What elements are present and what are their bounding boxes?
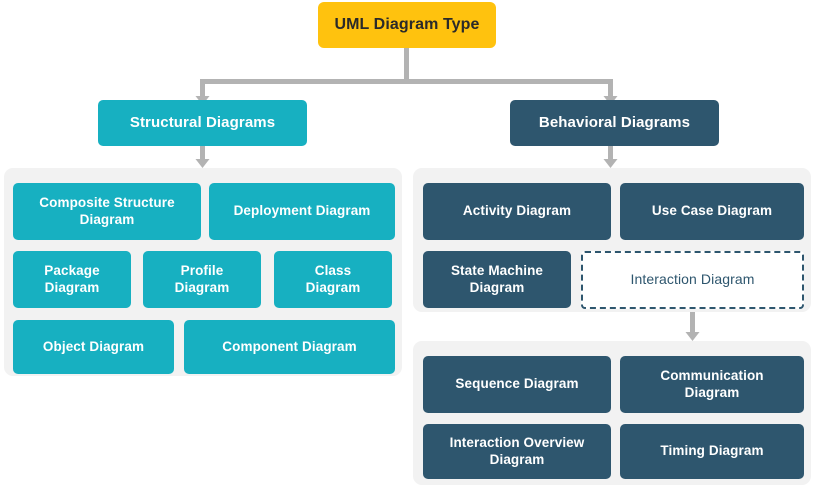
leaf-label: State Machine Diagram xyxy=(450,263,544,295)
leaf-label: Communication Diagram xyxy=(660,368,764,400)
branch-node-behavioral-label: Behavioral Diagrams xyxy=(538,113,691,131)
connector-behavioral-to-panel xyxy=(608,146,613,160)
leaf-activity-diagram[interactable]: Activity Diagram xyxy=(423,183,611,240)
leaf-interaction-overview-diagram[interactable]: Interaction Overview Diagram xyxy=(423,424,611,479)
root-node-label: UML Diagram Type xyxy=(334,16,480,34)
connector-drop-structural xyxy=(200,79,205,97)
root-node-uml-diagram-type[interactable]: UML Diagram Type xyxy=(318,2,496,48)
branch-node-structural-label: Structural Diagrams xyxy=(129,113,276,131)
leaf-label: Package Diagram xyxy=(44,263,100,295)
leaf-label: Timing Diagram xyxy=(660,443,764,459)
leaf-label: Interaction Overview Diagram xyxy=(449,435,585,467)
connector-horizontal-bar xyxy=(200,79,613,84)
branch-node-behavioral-diagrams[interactable]: Behavioral Diagrams xyxy=(510,100,719,146)
leaf-label: Sequence Diagram xyxy=(455,376,579,392)
connector-structural-to-panel xyxy=(200,146,205,160)
leaf-package-diagram[interactable]: Package Diagram xyxy=(13,251,131,308)
leaf-label: Composite Structure Diagram xyxy=(39,195,175,227)
branch-node-structural-diagrams[interactable]: Structural Diagrams xyxy=(98,100,307,146)
leaf-sequence-diagram[interactable]: Sequence Diagram xyxy=(423,356,611,413)
leaf-label: Deployment Diagram xyxy=(233,203,371,219)
arrow-head-structural-panel xyxy=(195,159,210,168)
leaf-class-diagram[interactable]: Class Diagram xyxy=(274,251,392,308)
arrow-head-behavioral-panel xyxy=(603,159,618,168)
leaf-label: Object Diagram xyxy=(42,338,145,354)
leaf-interaction-diagram[interactable]: Interaction Diagram xyxy=(581,251,804,309)
leaf-state-machine-diagram[interactable]: State Machine Diagram xyxy=(423,251,571,308)
leaf-use-case-diagram[interactable]: Use Case Diagram xyxy=(620,183,804,240)
leaf-label: Use Case Diagram xyxy=(651,203,773,219)
leaf-label: Class Diagram xyxy=(305,263,361,295)
leaf-communication-diagram[interactable]: Communication Diagram xyxy=(620,356,804,413)
connector-drop-behavioral xyxy=(608,79,613,97)
arrow-head-interaction-subpanel xyxy=(685,332,700,341)
leaf-deployment-diagram[interactable]: Deployment Diagram xyxy=(209,183,395,240)
leaf-composite-structure-diagram[interactable]: Composite Structure Diagram xyxy=(13,183,201,240)
connector-root-stem xyxy=(404,48,409,84)
leaf-object-diagram[interactable]: Object Diagram xyxy=(13,320,174,374)
leaf-label: Component Diagram xyxy=(222,338,357,354)
leaf-label: Activity Diagram xyxy=(462,203,572,219)
leaf-timing-diagram[interactable]: Timing Diagram xyxy=(620,424,804,479)
connector-interaction-to-subpanel xyxy=(690,309,695,333)
leaf-label: Profile Diagram xyxy=(174,263,230,295)
leaf-profile-diagram[interactable]: Profile Diagram xyxy=(143,251,261,308)
leaf-label: Interaction Diagram xyxy=(630,271,755,288)
leaf-component-diagram[interactable]: Component Diagram xyxy=(184,320,395,374)
